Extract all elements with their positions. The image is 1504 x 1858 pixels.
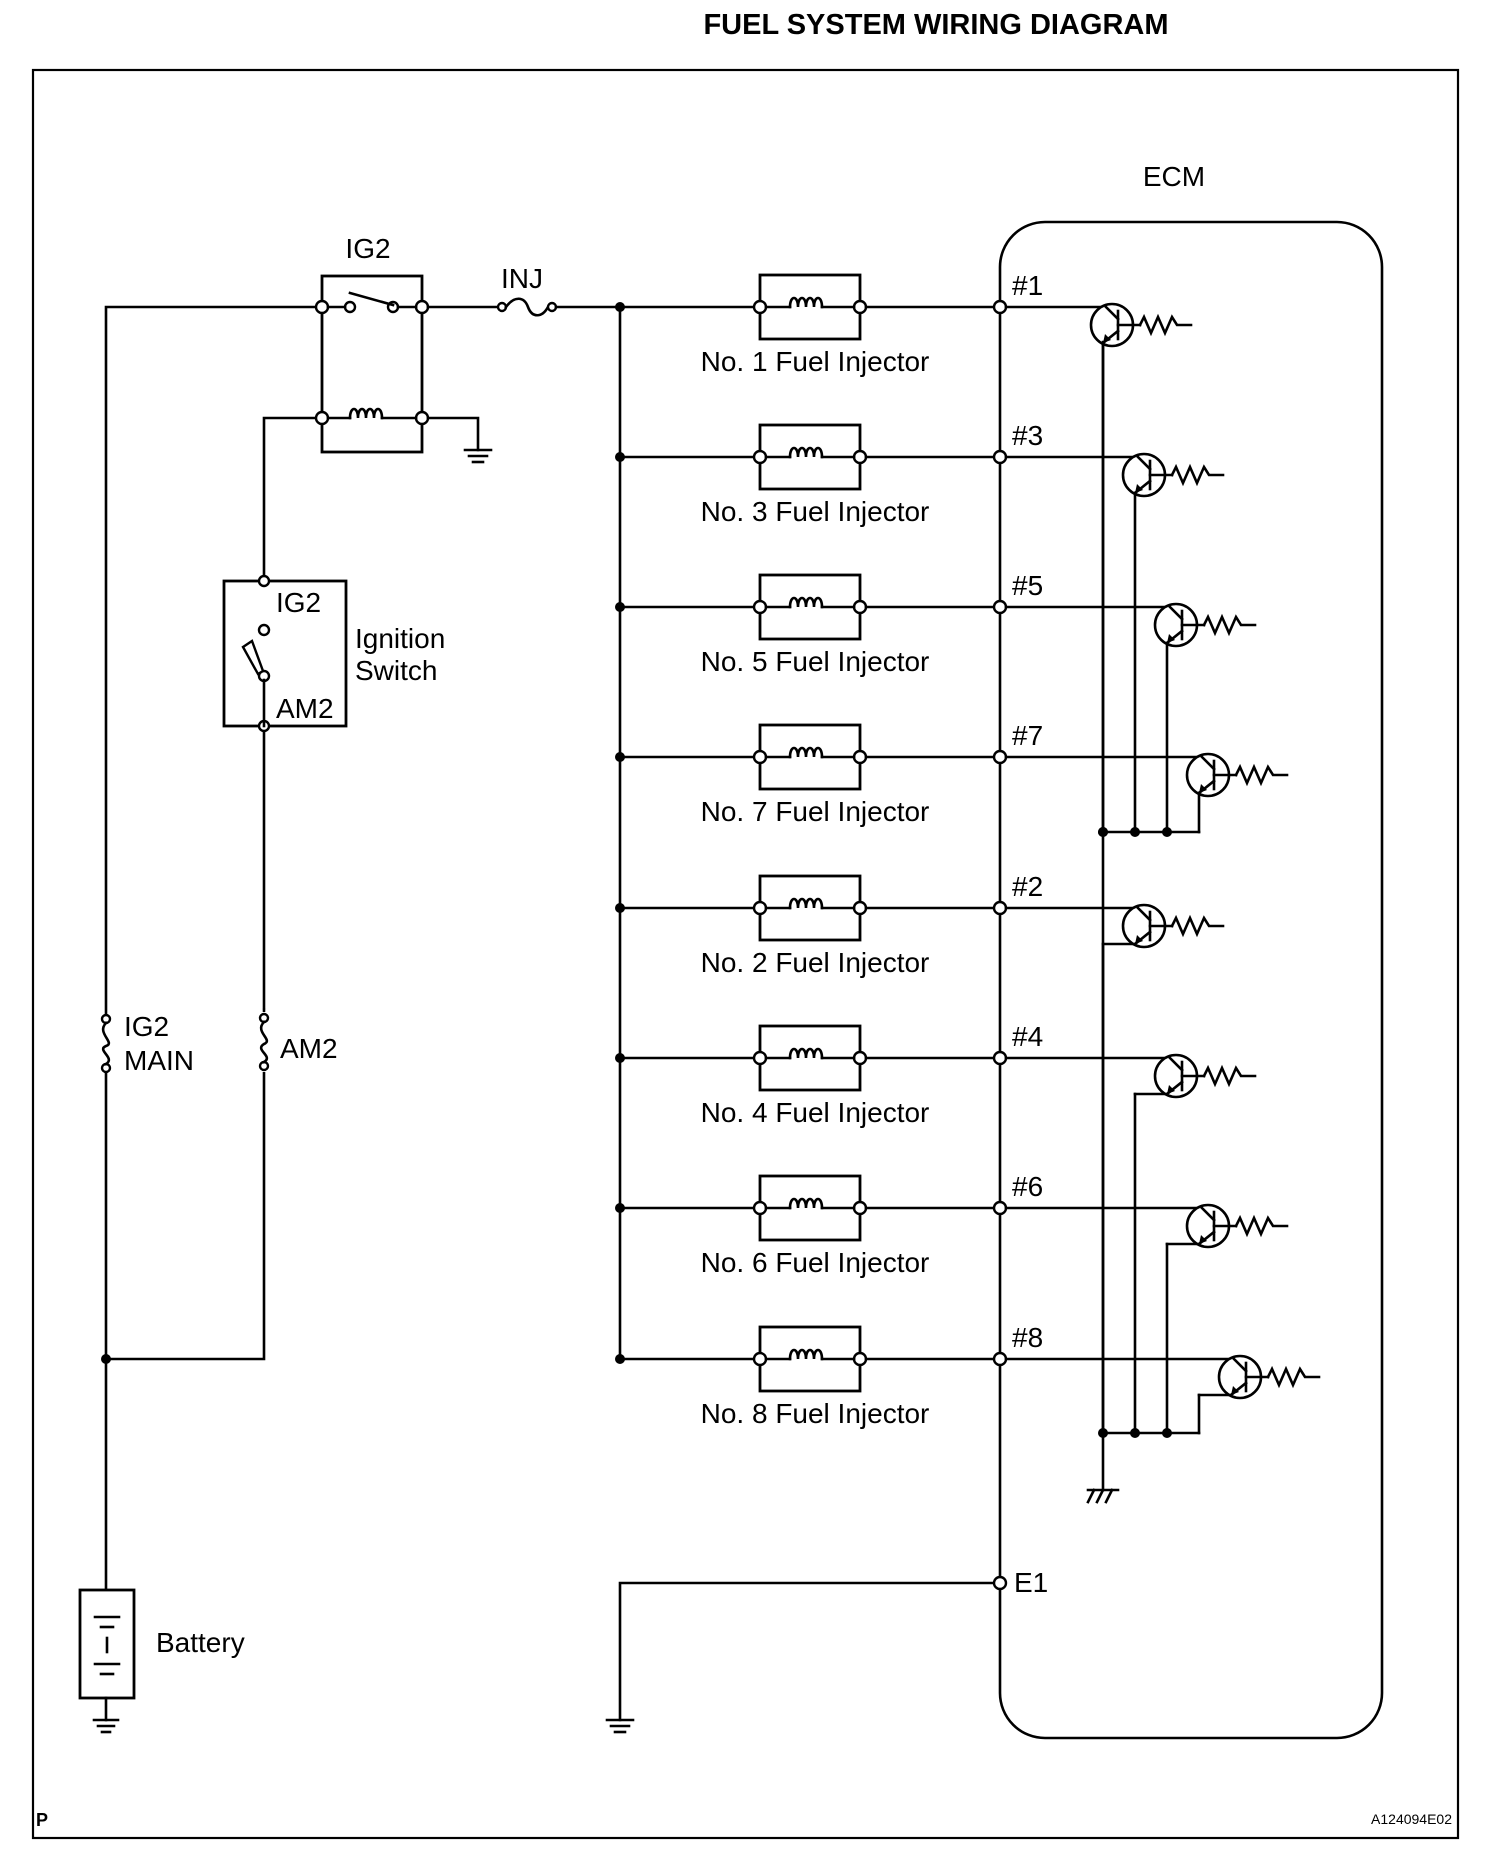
driver-transistor-icon (1153, 602, 1257, 834)
ecm-ground-bus (1086, 340, 1201, 1504)
ecm-box (998, 220, 1384, 1740)
injector-3-terminal-label: #5 (1012, 570, 1043, 601)
injector-1-label: No. 1 Fuel Injector (701, 346, 930, 377)
injector-coil-icon (788, 446, 824, 459)
driver-transistor-icon (1133, 1053, 1257, 1435)
injector-3-row: No. 5 Fuel Injector #5 (615, 570, 1257, 834)
ecm-terminal (992, 749, 1008, 765)
driver-transistor-icon (1185, 752, 1289, 834)
ecm-terminal (992, 599, 1008, 615)
injector-2-terminal-label: #3 (1012, 420, 1043, 451)
injector-7-terminal-label: #6 (1012, 1171, 1043, 1202)
resistor-icon (1202, 613, 1257, 637)
injector-coil-icon (788, 746, 824, 759)
injector-5-row: No. 2 Fuel Injector #2 (615, 871, 1225, 1435)
ecm-terminal-e1: E1 (1014, 1567, 1048, 1598)
injector-2-label: No. 3 Fuel Injector (701, 496, 930, 527)
injector-coil-icon (788, 596, 824, 609)
diagram-title: FUEL SYSTEM WIRING DIAGRAM (703, 9, 1168, 41)
resistor-icon (1138, 313, 1193, 337)
resistor-icon (1202, 1064, 1257, 1088)
ig2-main-label-1: IG2 (124, 1011, 169, 1042)
ig2-main-fuse (98, 1013, 114, 1074)
injector-4-row: No. 7 Fuel Injector #7 (615, 720, 1289, 834)
ecm-terminal (992, 299, 1008, 315)
driver-transistor-icon (1197, 1354, 1321, 1435)
e1-ground (605, 1575, 1008, 1734)
ignition-switch-label-1: Ignition (355, 623, 445, 654)
resistor-icon (1170, 914, 1225, 938)
corner-mark: P (36, 1810, 48, 1830)
diagram-frame (31, 68, 1460, 1840)
driver-transistor-icon (1121, 452, 1225, 834)
injector-6-row: No. 4 Fuel Injector #4 (615, 1021, 1257, 1435)
driver-transistor-icon (1165, 1203, 1289, 1435)
ecm-terminal (992, 900, 1008, 916)
injector-4-terminal-label: #7 (1012, 720, 1043, 751)
injector-2-row: No. 3 Fuel Injector #3 (615, 420, 1225, 834)
ecm-terminal (992, 1050, 1008, 1066)
injector-7-label: No. 6 Fuel Injector (701, 1247, 930, 1278)
am2-fuse-label: AM2 (280, 1033, 338, 1064)
figure-id: A124094E02 (1371, 1811, 1452, 1827)
battery-label: Battery (156, 1627, 245, 1658)
battery-symbol (78, 1588, 136, 1734)
ignition-switch-terminal-am2: AM2 (276, 693, 334, 724)
injector-6-label: No. 4 Fuel Injector (701, 1097, 930, 1128)
ig2-main-label-2: MAIN (124, 1045, 194, 1076)
injector-5-label: No. 2 Fuel Injector (701, 947, 930, 978)
driver-transistor-icon (1101, 903, 1225, 1435)
main-power-wires (101, 305, 324, 1592)
injector-coil-icon (788, 1348, 824, 1361)
resistor-icon (1234, 763, 1289, 787)
inj-fuse-label: INJ (501, 263, 543, 294)
injector-1-row: No. 1 Fuel Injector #1 (615, 270, 1193, 834)
driver-transistor-icon (1089, 302, 1193, 834)
injector-4-label: No. 7 Fuel Injector (701, 796, 930, 827)
ecm-terminal (992, 1200, 1008, 1216)
injector-rows: No. 1 Fuel Injector #1No. 3 Fuel Injector… (615, 270, 1321, 1435)
am2-fuse (256, 1012, 272, 1072)
injector-6-terminal-label: #4 (1012, 1021, 1043, 1052)
ignition-switch-label-2: Switch (355, 655, 437, 686)
ignition-switch-terminal-ig2: IG2 (276, 587, 321, 618)
injector-coil-icon (788, 1197, 824, 1210)
injector-1-terminal-label: #1 (1012, 270, 1043, 301)
ig2-relay-label: IG2 (345, 233, 390, 264)
ecm-terminal (992, 1351, 1008, 1367)
injector-coil-icon (788, 1047, 824, 1060)
ig2-relay (314, 274, 493, 464)
injector-5-terminal-label: #2 (1012, 871, 1043, 902)
ecm-label: ECM (1143, 161, 1205, 192)
ecm-terminal (992, 449, 1008, 465)
resistor-icon (1266, 1365, 1321, 1389)
injector-7-row: No. 6 Fuel Injector #6 (615, 1171, 1289, 1435)
resistor-icon (1170, 463, 1225, 487)
injector-coil-icon (788, 296, 824, 309)
inj-fuse (426, 297, 622, 317)
ignition-switch (222, 574, 348, 733)
injector-8-label: No. 8 Fuel Injector (701, 1398, 930, 1429)
injector-8-row: No. 8 Fuel Injector #8 (615, 1322, 1321, 1435)
injector-coil-icon (788, 897, 824, 910)
injector-3-label: No. 5 Fuel Injector (701, 646, 930, 677)
resistor-icon (1234, 1214, 1289, 1238)
injector-8-terminal-label: #8 (1012, 1322, 1043, 1353)
